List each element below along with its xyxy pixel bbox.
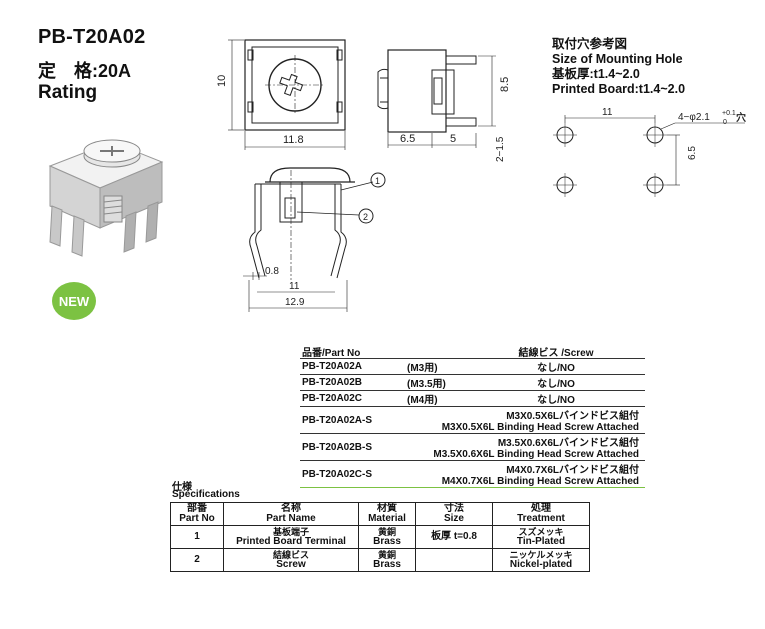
header-jp: 材質 bbox=[377, 503, 397, 514]
dim-11-8-label: 11.8 bbox=[283, 134, 304, 146]
side-view-drawing: 8.5 6.5 5 2−1.5 bbox=[377, 49, 510, 162]
screw-option-en: M3.5X0.6X6L Binding Head Screw Attached bbox=[433, 449, 639, 460]
header-jp: 寸法 bbox=[444, 503, 464, 514]
dim-0-8-label: 0.8 bbox=[265, 266, 279, 277]
rating-en: Rating bbox=[38, 82, 98, 103]
front-view-drawing: 10 11.8 bbox=[216, 39, 346, 150]
new-badge: NEW bbox=[52, 282, 96, 320]
dim-10-label: 10 bbox=[216, 75, 228, 87]
part-number: PB-T20A02B bbox=[302, 377, 363, 388]
screw-option: なし/NO bbox=[537, 363, 575, 374]
spec-part-no: 1 bbox=[170, 525, 224, 549]
hole-dim-11-label: 11 bbox=[602, 107, 613, 118]
spec-part-no: 2 bbox=[170, 548, 224, 572]
terminal-body bbox=[48, 141, 164, 257]
header-jp: 名称 bbox=[281, 503, 301, 514]
screw-option-jp: M3.5X0.6X6Lバインドビス組付 bbox=[497, 438, 639, 449]
part-table-header: 品番/Part No 結線ビス /Screw bbox=[300, 344, 645, 359]
screw-size: (M3.5用) bbox=[407, 379, 446, 390]
board-thickness-jp: 基板厚:t1.4~2.0 bbox=[552, 67, 640, 81]
table-row: PB-T20A02C (M4用) なし/NO bbox=[300, 391, 645, 407]
spec-size bbox=[415, 548, 493, 572]
screw-size: (M4用) bbox=[407, 395, 438, 406]
hole-tolerance-plus: +0.1 bbox=[722, 110, 736, 117]
dim-5-label: 5 bbox=[450, 133, 456, 145]
spec-material-jp: 黄銅 bbox=[377, 550, 396, 560]
spec-name-jp: 結線ビス bbox=[272, 550, 309, 560]
spec-treatment-en: Tin-Plated bbox=[516, 536, 566, 547]
header-jp: 部番 bbox=[187, 503, 207, 514]
specs-title-en: Specifications bbox=[172, 489, 240, 500]
table-row: PB-T20A02C-S M4X0.7X6Lバインドビス組付 M4X0.7X6L… bbox=[300, 461, 645, 488]
spec-name-jp: 基板端子 bbox=[272, 527, 309, 537]
screw-option-jp: M3X0.5X6Lバインドビス組付 bbox=[506, 411, 639, 422]
part-number: PB-T20A02B-S bbox=[302, 441, 373, 453]
header-en: Part No bbox=[179, 513, 215, 524]
spec-treatment-jp: スズメッキ bbox=[518, 527, 564, 537]
mounting-title-jp: 取付穴参考図 bbox=[552, 37, 628, 51]
part-number: PB-T20A02A bbox=[302, 361, 363, 372]
callout-2: 2 bbox=[363, 212, 368, 222]
dim-11-label: 11 bbox=[289, 281, 300, 292]
dim-2-1-5-label: 2−1.5 bbox=[495, 136, 506, 162]
product-illustration bbox=[48, 139, 164, 257]
header-en: Part Name bbox=[266, 513, 316, 524]
screw-option-en: M3X0.5X6L Binding Head Screw Attached bbox=[441, 422, 639, 433]
specs-title-jp: 仕様 bbox=[172, 482, 192, 493]
screw-option: なし/NO bbox=[537, 379, 575, 390]
part-header-label: 品番/Part No bbox=[302, 347, 361, 359]
screw-thread bbox=[103, 195, 123, 223]
header-en: Treatment bbox=[517, 513, 565, 524]
screw-option: なし/NO bbox=[537, 395, 575, 406]
screw-head bbox=[83, 139, 141, 168]
table-row: PB-T20A02A (M3用) なし/NO bbox=[300, 359, 645, 375]
part-number: PB-T20A02A-S bbox=[302, 414, 373, 426]
screw-size: (M3用) bbox=[407, 363, 438, 374]
dim-8-5-label: 8.5 bbox=[499, 77, 510, 92]
header-en: Size bbox=[443, 513, 464, 524]
dim-6-5-label: 6.5 bbox=[400, 133, 415, 145]
spec-material-en: Brass bbox=[373, 559, 401, 570]
part-number: PB-T20A02C-S bbox=[302, 468, 373, 480]
spec-name-en: Printed Board Terminal bbox=[236, 536, 346, 547]
table-row: PB-T20A02A-S M3X0.5X6Lバインドビス組付 M3X0.5X6L… bbox=[300, 407, 645, 434]
board-thickness-en: Printed Board:t1.4~2.0 bbox=[552, 82, 686, 96]
section-view-drawing: 1 2 0.8 11 12.9 bbox=[243, 167, 386, 312]
screw-header-label: 結線ビス /Screw bbox=[518, 347, 594, 359]
spec-size: 板厚 t=0.8 bbox=[415, 525, 493, 549]
spec-material-en: Brass bbox=[373, 536, 401, 547]
table-row: PB-T20A02B (M3.5用) なし/NO bbox=[300, 375, 645, 391]
hole-spec-label: 4−φ2.1 bbox=[678, 112, 710, 123]
dim-12-9-label: 12.9 bbox=[285, 297, 305, 308]
hole-tolerance-minus: 0 bbox=[723, 119, 727, 126]
product-title: PB-T20A02 bbox=[38, 26, 146, 48]
spec-name-en: Screw bbox=[276, 559, 306, 570]
screw-option-jp: M4X0.7X6Lバインドビス組付 bbox=[506, 465, 639, 476]
callout-1: 1 bbox=[375, 176, 380, 186]
spec-treatment-en: Nickel-plated bbox=[509, 559, 573, 570]
screw-option-en: M4X0.7X6L Binding Head Screw Attached bbox=[441, 476, 639, 487]
spec-material-jp: 黄銅 bbox=[377, 527, 396, 537]
rating-jp: 定 格:20A bbox=[38, 61, 132, 81]
header-jp: 処理 bbox=[531, 503, 551, 514]
hole-suffix-label: 穴 bbox=[736, 111, 746, 124]
part-number-table: 品番/Part No 結線ビス /Screw PB-T20A02A (M3用) … bbox=[300, 344, 645, 488]
spec-treatment-jp: ニッケルメッキ bbox=[509, 550, 573, 560]
table-row: PB-T20A02B-S M3.5X0.6X6Lバインドビス組付 M3.5X0.… bbox=[300, 434, 645, 461]
header-en: Material bbox=[368, 513, 406, 524]
mounting-title-en: Size of Mounting Hole bbox=[552, 52, 683, 66]
part-number: PB-T20A02C bbox=[302, 393, 363, 404]
hole-dim-6-5-label: 6.5 bbox=[687, 146, 698, 160]
mounting-hole-drawing: 11 6.5 4−φ2.1 +0.1 0 穴 bbox=[553, 107, 746, 197]
